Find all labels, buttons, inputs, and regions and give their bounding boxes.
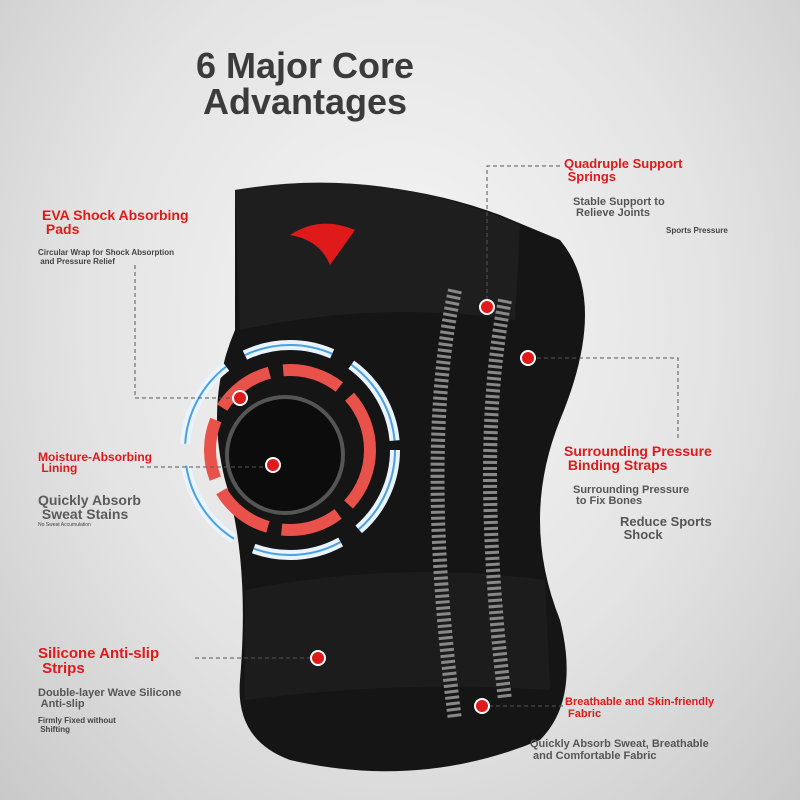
feature-desc: Quickly Absorb Sweat, Breathable and Com… bbox=[530, 738, 709, 762]
feature-heading: EVA Shock Absorbing Pads bbox=[42, 207, 189, 237]
feature-heading: Surrounding Pressure Binding Straps bbox=[564, 443, 712, 473]
feature-desc: Double-layer Wave Silicone Anti-slip bbox=[38, 687, 182, 710]
feature-note: Reduce Sports Shock bbox=[620, 514, 712, 542]
feature-desc: Stable Support to Relieve Joints bbox=[573, 196, 665, 219]
feature-heading: Moisture-Absorbing Lining bbox=[38, 450, 152, 475]
feature-desc: Quickly Absorb Sweat Stains bbox=[38, 492, 141, 522]
feature-heading: Silicone Anti-slip Strips bbox=[38, 645, 160, 677]
feature-heading: Breathable and Skin-friendly Fabric bbox=[565, 696, 715, 720]
feature-note: No Sweat Accumulation bbox=[38, 522, 91, 528]
feature-note: Firmly Fixed without Shifting bbox=[38, 716, 116, 734]
feature-note: Sports Pressure bbox=[666, 226, 728, 235]
page-title: 6 Major Core Advantages bbox=[195, 45, 415, 122]
feature-desc: Surrounding Pressure to Fix Bones bbox=[573, 484, 690, 507]
hotspot-markers bbox=[232, 299, 536, 714]
feature-desc: Circular Wrap for Shock Absorption and P… bbox=[38, 248, 175, 266]
feature-heading: Quadruple Support Springs bbox=[564, 156, 683, 184]
